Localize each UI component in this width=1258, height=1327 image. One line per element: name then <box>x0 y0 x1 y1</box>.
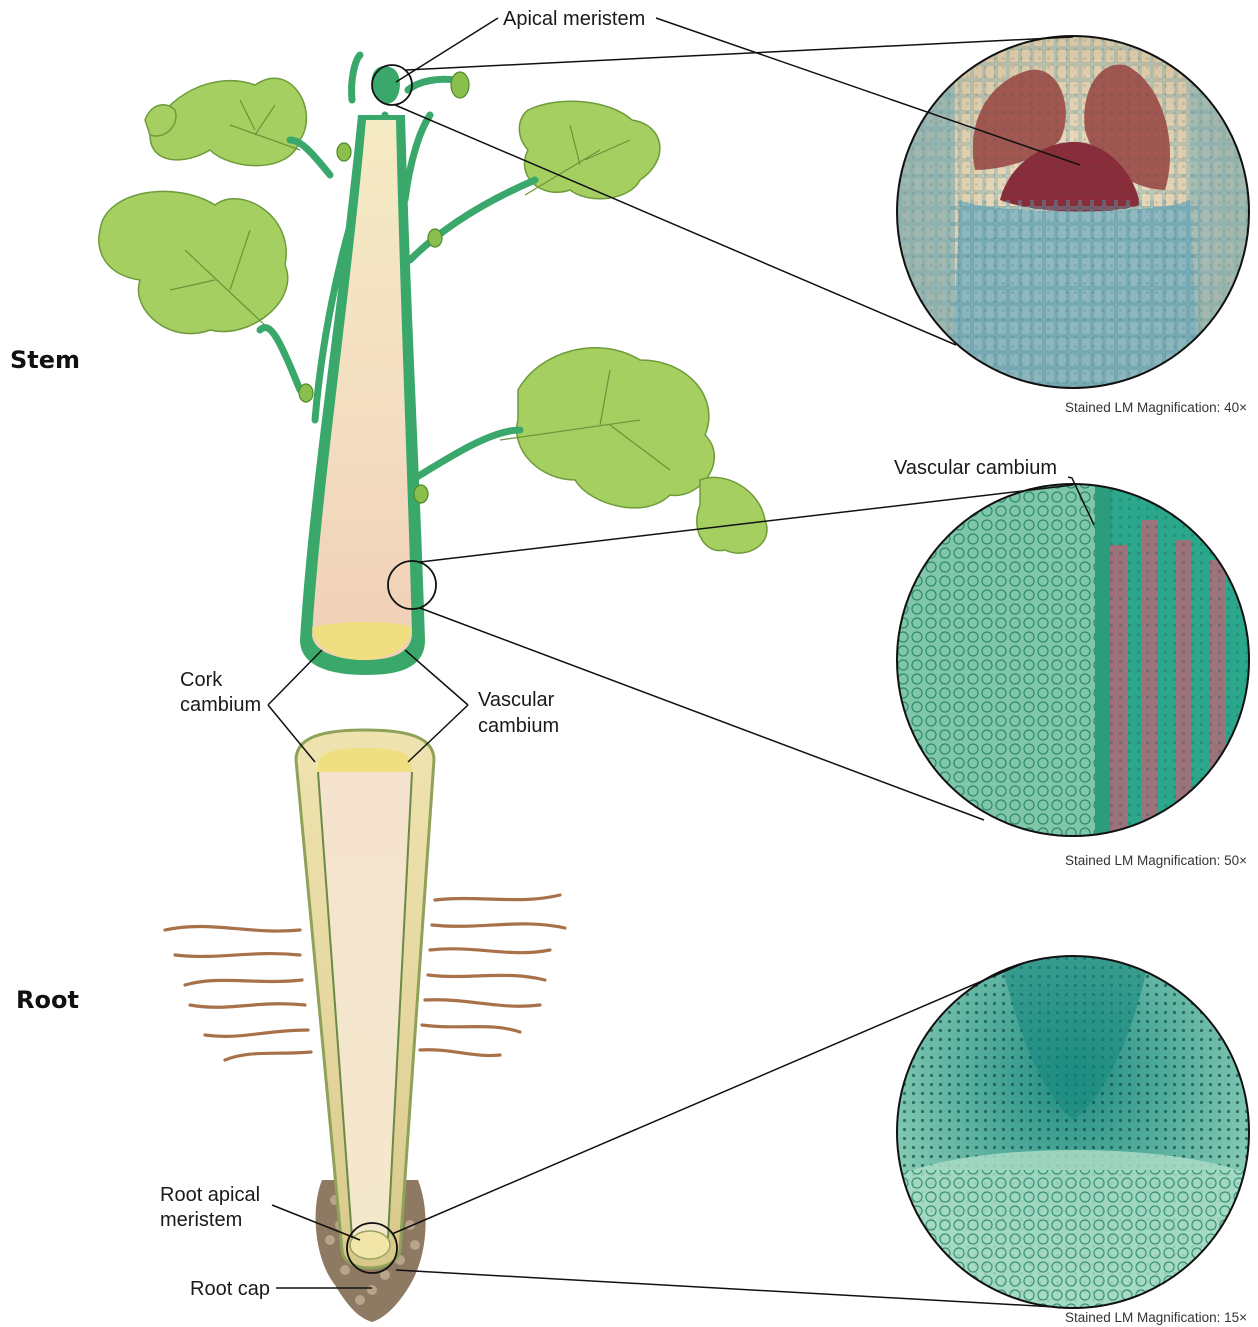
micrograph-root-apical-meristem <box>890 950 1258 1320</box>
label-vascular-cambium-line1: Vascular <box>478 689 555 711</box>
label-vascular-cambium-line2: cambium <box>478 715 559 737</box>
micrograph-apical-meristem <box>890 30 1258 400</box>
label-root-cap: Root cap <box>190 1278 270 1300</box>
caption-top: Stained LM Magnification: 40× <box>1065 400 1247 415</box>
label-vascular-cambium-micrograph: Vascular cambium <box>894 457 1057 479</box>
label-root-apical-line1: Root apical <box>160 1184 260 1206</box>
section-label-stem: Stem <box>10 346 80 374</box>
stem-illustration <box>99 55 767 675</box>
stem-leaves <box>99 78 767 553</box>
label-apical-meristem: Apical meristem <box>503 8 645 30</box>
root-illustration <box>165 730 565 1322</box>
micrograph-vascular-cambium <box>890 480 1258 850</box>
label-root-apical-line2: meristem <box>160 1209 242 1231</box>
label-cork-cambium-line2: cambium <box>180 694 261 716</box>
caption-middle: Stained LM Magnification: 50× <box>1065 853 1247 868</box>
caption-bottom: Stained LM Magnification: 15× <box>1065 1310 1247 1325</box>
section-label-root: Root <box>16 986 79 1014</box>
label-cork-cambium-line1: Cork <box>180 669 223 691</box>
